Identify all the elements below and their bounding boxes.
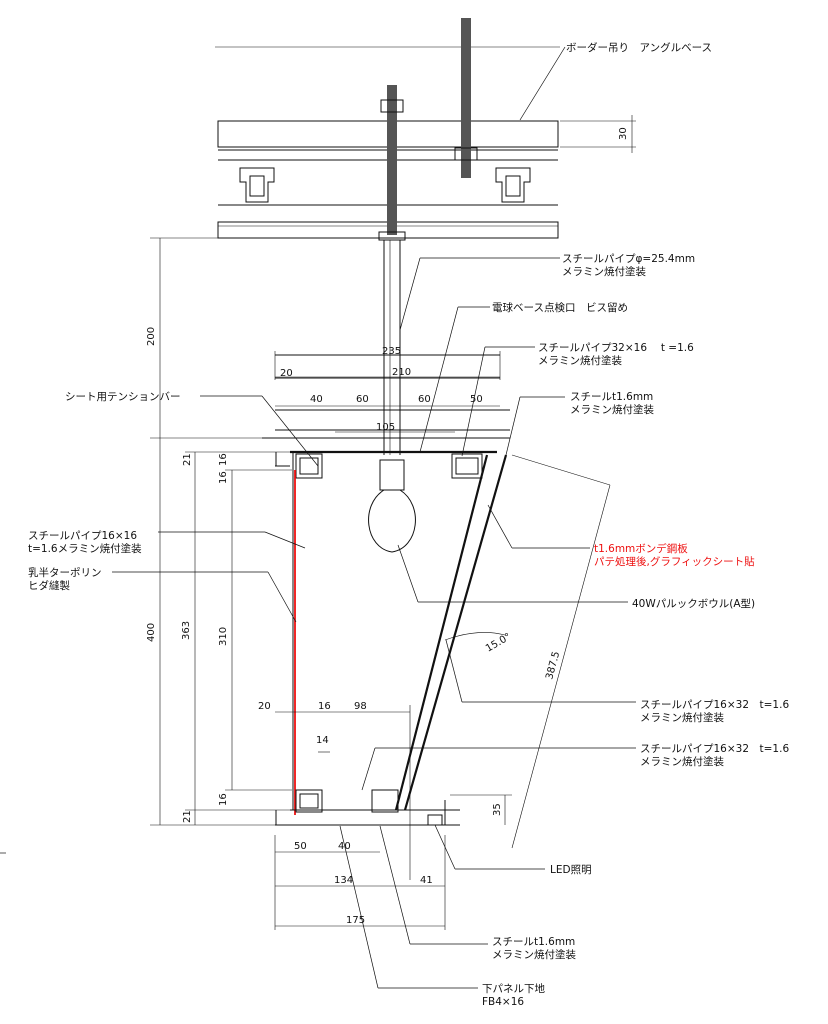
label-steel-pipe-16x16-finish: t=1.6メラミン焼付塗装 — [28, 542, 142, 555]
dim-175: 175 — [346, 915, 365, 926]
channel-left — [239, 167, 275, 203]
dim-105: 105 — [376, 422, 395, 433]
label-pipe-16x32-b-finish: メラミン焼付塗装 — [640, 755, 724, 768]
dim-20-mid: 20 — [258, 701, 271, 712]
leader-lines — [0, 46, 636, 989]
steel-pipe-vertical — [383, 240, 401, 455]
bulb-icon — [368, 459, 416, 553]
dim-400: 400 — [146, 623, 157, 642]
dim-40-bot: 40 — [338, 841, 351, 852]
lamp-top-frame — [262, 351, 510, 479]
dim-60b: 60 — [418, 394, 431, 405]
channel-right — [495, 167, 531, 203]
label-steel-t16-bottom: スチールt1.6mm — [492, 936, 575, 948]
dim-363: 363 — [181, 621, 192, 640]
dim-21-top: 21 — [182, 453, 193, 466]
dim-210: 210 — [392, 367, 411, 378]
dim-30: 30 — [618, 127, 629, 140]
label-bulb: 40Wパルックボウル(A型) — [632, 597, 755, 610]
label-bulb-base-access: 電球ベース点検口 ビス留め — [492, 301, 628, 314]
dim-16-top: 16 — [218, 453, 229, 466]
dim-16-mid: 16 — [318, 701, 331, 712]
label-steel-t16-bottom-finish: メラミン焼付塗装 — [492, 948, 576, 961]
threaded-rod — [461, 18, 471, 178]
dim-50-bot: 50 — [294, 841, 307, 852]
dim-16-bot: 16 — [218, 793, 229, 806]
label-pipe-16x32-a-finish: メラミン焼付塗装 — [640, 711, 724, 724]
dim-134: 134 — [334, 875, 353, 886]
label-tarpaulin: 乳半ターポリン — [28, 566, 102, 579]
label-steel-pipe-phi: スチールパイプφ=25.4mm — [562, 253, 695, 265]
label-led: LED照明 — [550, 864, 592, 876]
dim-200: 200 — [146, 327, 157, 346]
label-pipe-16x32-b: スチールパイプ16×32 t=1.6 — [640, 743, 789, 755]
dim-21-bot: 21 — [182, 810, 193, 823]
callout-labels: ボーダー吊り アングルベース スチールパイプφ=25.4mm メラミン焼付塗装 … — [28, 41, 789, 1008]
lamp-bottom-frame — [275, 789, 460, 826]
dim-50-top: 50 — [470, 394, 483, 405]
label-steel-pipe-32x16: スチールパイプ32×16 t =1.6 — [538, 342, 694, 354]
label-border-angle-base: ボーダー吊り アングルベース — [566, 41, 712, 54]
dim-235: 235 — [382, 346, 401, 357]
label-sheet-tension-bar: シート用テンションバー — [65, 391, 181, 403]
label-bonde-steel-finish: パテ処理後,グラフィックシート貼 — [594, 555, 755, 568]
dimension-texts: 200 235 210 20 40 60 60 50 105 21 16 16 … — [146, 327, 562, 926]
dim-60a: 60 — [356, 394, 369, 405]
dim-20-top: 20 — [280, 368, 293, 379]
label-steel-t16-finish: メラミン焼付塗装 — [570, 403, 654, 416]
dim-41: 41 — [420, 875, 433, 886]
dim-40-top: 40 — [310, 394, 323, 405]
label-steel-pipe-32x16-finish: メラミン焼付塗装 — [538, 354, 622, 367]
label-steel-pipe-phi-finish: メラミン焼付塗装 — [562, 265, 646, 278]
ceiling-structure: 30 — [215, 18, 636, 241]
dim-310: 310 — [218, 627, 229, 646]
dim-387-5: 387.5 — [544, 650, 562, 681]
dimension-lines — [150, 237, 611, 930]
threaded-rod-2 — [387, 85, 397, 235]
label-steel-pipe-16x16: スチールパイプ16×16 — [28, 530, 137, 542]
dim-14: 14 — [316, 735, 329, 746]
label-bonde-steel: t1.6mmボンデ鋼板 — [594, 542, 688, 555]
left-frame — [292, 452, 296, 815]
label-tarpaulin-sewing: ヒダ縫製 — [28, 579, 70, 592]
dim-16-top-b: 16 — [218, 471, 229, 484]
dim-35: 35 — [492, 803, 503, 816]
label-steel-t16: スチールt1.6mm — [570, 391, 653, 403]
label-bottom-panel: 下パネル下地 — [482, 982, 545, 995]
slanted-panel — [394, 454, 508, 811]
dim-98: 98 — [354, 701, 367, 712]
dim-15deg: 15.0° — [484, 631, 513, 654]
label-pipe-16x32-a: スチールパイプ16×32 t=1.6 — [640, 699, 789, 711]
label-bottom-panel-fb: FB4×16 — [482, 996, 524, 1008]
